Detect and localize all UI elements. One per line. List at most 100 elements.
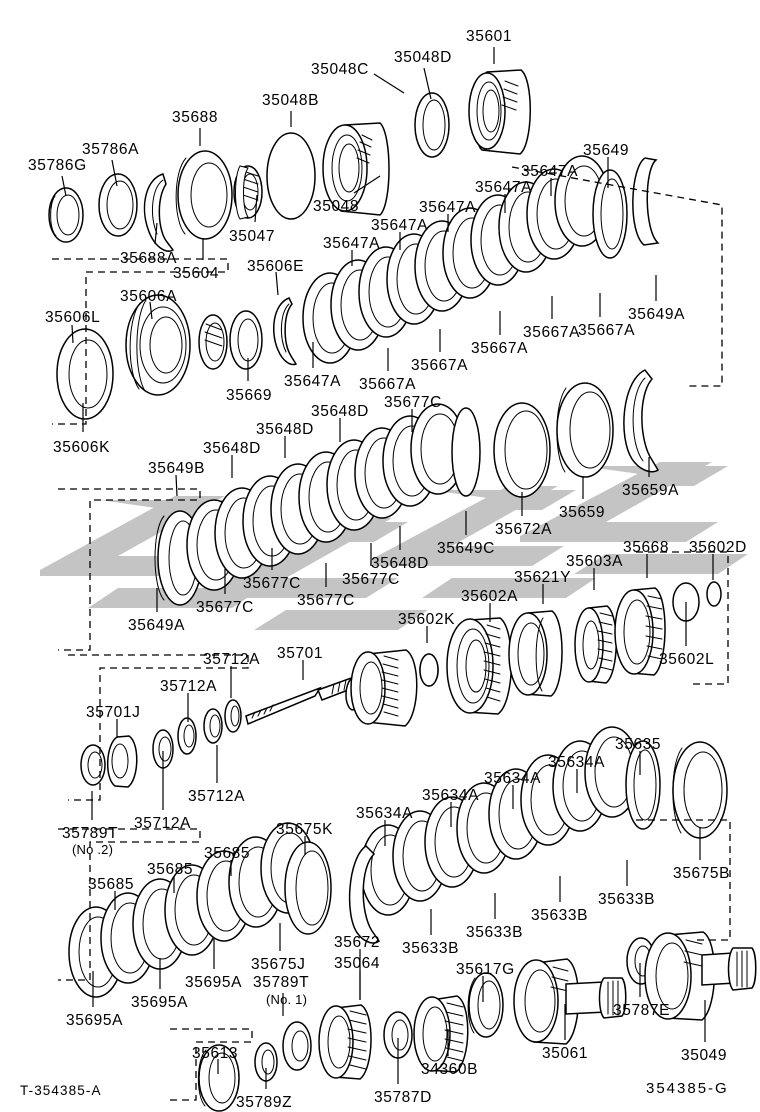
leader-line xyxy=(175,474,178,497)
part-label-35786a: 35786A xyxy=(82,141,140,158)
part-label-35617g: 35617G xyxy=(456,961,515,978)
part-label-35701j: 35701J xyxy=(86,704,141,721)
part-35048 xyxy=(322,122,390,216)
part-35786g xyxy=(48,187,84,243)
part-label-35633b: 35633B xyxy=(598,891,656,908)
part-label-35685: 35685 xyxy=(204,845,251,862)
part-label-35787d: 35787D xyxy=(374,1089,432,1106)
part-label-35669: 35669 xyxy=(226,387,273,404)
part-label-35602a: 35602A xyxy=(461,588,519,605)
part-35604 xyxy=(198,314,228,370)
part-34360b xyxy=(413,995,469,1073)
part-label-35659: 35659 xyxy=(559,504,606,521)
part-label-35787e: 35787E xyxy=(613,1002,671,1019)
part-label-35677c: 35677C xyxy=(196,599,254,616)
part-label-35064: 35064 xyxy=(334,955,381,972)
part-35712a-3 xyxy=(203,708,223,744)
part-label-35633b: 35633B xyxy=(466,924,524,941)
part-label-35648d: 35648D xyxy=(311,403,369,420)
part-label-no1: (No. 1) xyxy=(266,992,308,1007)
clutch-pack-35648d xyxy=(154,403,481,606)
part-label-35675k: 35675K xyxy=(276,821,334,838)
part-label-35606e: 35606E xyxy=(247,258,305,275)
part-label-35688: 35688 xyxy=(172,109,219,126)
part-label-35049: 35049 xyxy=(681,1047,728,1064)
footer-right-id: 354385-G xyxy=(646,1080,729,1097)
part-label-35621y: 35621Y xyxy=(514,569,572,586)
part-35613 xyxy=(197,1044,240,1112)
part-label-35789z: 35789Z xyxy=(236,1094,293,1111)
part-label-35634a: 35634A xyxy=(356,805,414,822)
part-35675k xyxy=(284,841,332,935)
leader-line xyxy=(154,222,158,245)
part-label-35634a: 35634A xyxy=(548,754,606,771)
part-label-34360b: 34360B xyxy=(421,1061,479,1078)
part-label-35603a: 35603A xyxy=(566,553,624,570)
part-label-35634a: 35634A xyxy=(422,787,480,804)
part-35659 xyxy=(556,382,614,478)
leader-line xyxy=(61,175,67,197)
part-label-35677c: 35677C xyxy=(297,592,355,609)
part-label-35685: 35685 xyxy=(88,876,135,893)
leader-line xyxy=(275,271,279,296)
part-label-35667a: 35667A xyxy=(471,340,529,357)
part-35789t-no1 xyxy=(282,1021,312,1071)
part-label-35695a: 35695A xyxy=(185,974,243,991)
part-label-35602d: 35602D xyxy=(689,539,747,556)
part-label-35647a: 35647A xyxy=(475,179,533,196)
part-label-35048: 35048 xyxy=(313,198,360,215)
part-35712a-2 xyxy=(177,717,197,755)
part-35668 xyxy=(614,587,666,676)
leader-lines xyxy=(61,47,714,1089)
part-label-35606k: 35606K xyxy=(53,439,111,456)
part-35701j xyxy=(107,735,138,788)
part-35789t-no2 xyxy=(80,744,106,786)
part-label-35789t: 35789T xyxy=(253,974,310,991)
part-35659a xyxy=(623,369,660,473)
part-35048c xyxy=(414,92,450,158)
clutch-pack-35647a xyxy=(302,155,660,364)
part-label-35668: 35668 xyxy=(623,539,670,556)
part-label-35675b: 35675B xyxy=(673,865,731,882)
part-label-35677c: 35677C xyxy=(384,394,442,411)
part-label-35047: 35047 xyxy=(229,228,276,245)
part-35606a xyxy=(125,294,191,396)
part-label-35677c: 35677C xyxy=(243,575,301,592)
leader-line xyxy=(254,194,258,223)
part-label-35647a: 35647A xyxy=(371,217,429,234)
leader-line xyxy=(111,159,118,187)
mid-right-group xyxy=(636,551,729,685)
part-35048b xyxy=(266,132,316,220)
part-35064 xyxy=(318,1004,372,1080)
part-label-35602k: 35602K xyxy=(398,611,456,628)
part-35672a xyxy=(493,402,551,498)
leader-line xyxy=(71,324,74,344)
group-outlines xyxy=(52,166,731,1101)
part-label-35786g: 35786G xyxy=(28,157,87,174)
part-label-35789t: 35789T xyxy=(62,825,119,842)
part-label-35606l: 35606L xyxy=(45,309,101,326)
part-label-35648d: 35648D xyxy=(203,440,261,457)
part-label-35634a: 35634A xyxy=(484,770,542,787)
upper-left-group xyxy=(52,258,229,425)
part-35789z xyxy=(254,1042,278,1082)
part-label-35048c: 35048C xyxy=(311,61,369,78)
mid-left-group xyxy=(58,488,201,651)
part-label-35649a: 35649A xyxy=(628,306,686,323)
part-label-35635: 35635 xyxy=(615,736,662,753)
part-35669 xyxy=(229,310,263,370)
part-label-35667a: 35667A xyxy=(411,357,469,374)
part-35603a xyxy=(574,605,617,684)
part-label-35712a: 35712A xyxy=(134,815,192,832)
leader-line xyxy=(373,73,405,94)
part-label-35695a: 35695A xyxy=(131,994,189,1011)
bottom-center-group xyxy=(170,1028,253,1101)
part-label-35672: 35672 xyxy=(334,934,381,951)
part-35606e xyxy=(272,297,298,366)
part-label-35613: 35613 xyxy=(192,1045,239,1062)
part-35602d xyxy=(706,581,722,607)
part-label-35647a: 35647A xyxy=(284,373,342,390)
part-35049 xyxy=(644,931,757,1021)
part-label-35701: 35701 xyxy=(277,645,324,662)
